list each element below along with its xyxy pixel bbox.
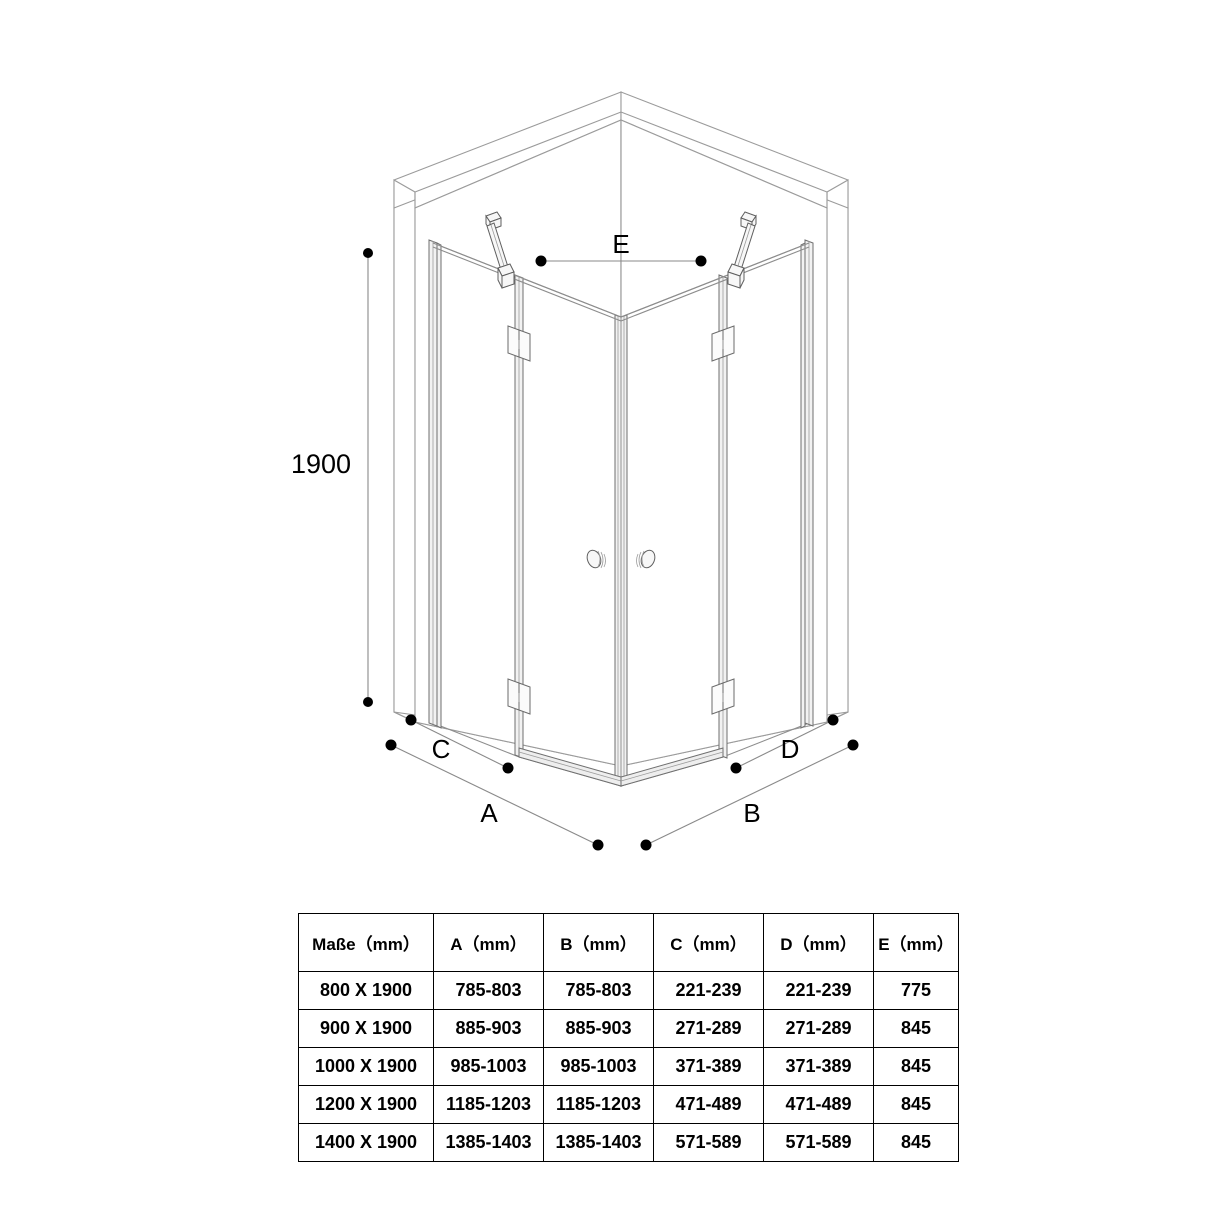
column-header-c: C（mm） — [653, 913, 764, 972]
post-right-wall — [800, 239, 814, 729]
cell-e: 775 — [873, 971, 959, 1010]
cell-a: 985-1003 — [433, 1047, 544, 1086]
table-row: 1200 X 1900 1185-1203 1185-1203 471-489 … — [298, 1085, 959, 1124]
glass-panel-right-fixed — [722, 242, 810, 758]
cell-a: 1385-1403 — [433, 1123, 544, 1162]
table-row: 1000 X 1900 985-1003 985-1003 371-389 37… — [298, 1047, 959, 1086]
top-rail-right — [620, 242, 810, 322]
dimension-D: D — [730, 714, 839, 774]
column-header-d: D（mm） — [763, 913, 874, 972]
table-row: 900 X 1900 885-903 885-903 271-289 271-2… — [298, 1009, 959, 1048]
column-header-e: E（mm） — [873, 913, 959, 972]
dimension-E-label: E — [612, 229, 629, 259]
door-knob-right[interactable] — [636, 548, 658, 569]
column-header-b: B（mm） — [543, 913, 654, 972]
cell-size: 900 X 1900 — [298, 1009, 434, 1048]
cell-d: 371-389 — [763, 1047, 874, 1086]
hinge-left-upper — [507, 325, 531, 362]
dimension-A: A — [385, 739, 604, 851]
stabiliser-bar-right — [727, 211, 757, 289]
cell-d: 221-239 — [763, 971, 874, 1010]
top-rail-left — [432, 242, 622, 322]
cell-d: 471-489 — [763, 1085, 874, 1124]
dimension-height-1900: 1900 — [291, 248, 373, 707]
glass-door-right — [620, 276, 724, 787]
cell-b: 1385-1403 — [543, 1123, 654, 1162]
stabiliser-bar-left — [485, 211, 515, 289]
table-row: 1400 X 1900 1385-1403 1385-1403 571-589 … — [298, 1123, 959, 1162]
table-header-row: Maße（mm） A（mm） B（mm） C（mm） D（mm） E（mm） — [298, 913, 959, 972]
hinge-right-upper — [711, 325, 735, 362]
dimension-A-label: A — [480, 798, 498, 828]
shower-enclosure-diagram: .wall { fill:#ffffff; stroke:#9b9b9b; st… — [291, 91, 859, 851]
post-corner — [614, 314, 628, 787]
dimension-B-label: B — [743, 798, 760, 828]
glass-door-left — [518, 276, 622, 787]
cell-d: 271-289 — [763, 1009, 874, 1048]
cell-c: 271-289 — [653, 1009, 764, 1048]
cell-b: 885-903 — [543, 1009, 654, 1048]
dimension-C-label: C — [432, 734, 451, 764]
column-header-masse: Maße（mm） — [298, 913, 434, 972]
specification-table: Maße（mm） A（mm） B（mm） C（mm） D（mm） E（mm） 8… — [298, 913, 959, 1162]
table-row: 800 X 1900 785-803 785-803 221-239 221-2… — [298, 971, 959, 1010]
dimension-B: B — [640, 739, 859, 851]
bottom-rail-right — [620, 747, 724, 787]
hinge-left-lower — [507, 678, 531, 715]
dimension-D-label: D — [781, 734, 800, 764]
cell-size: 1200 X 1900 — [298, 1085, 434, 1124]
cell-a: 1185-1203 — [433, 1085, 544, 1124]
cell-e: 845 — [873, 1009, 959, 1048]
cell-e: 845 — [873, 1123, 959, 1162]
cell-c: 371-389 — [653, 1047, 764, 1086]
glass-panel-left-fixed — [432, 242, 520, 758]
cell-b: 1185-1203 — [543, 1085, 654, 1124]
dimension-height-label: 1900 — [291, 449, 351, 479]
cell-c: 571-589 — [653, 1123, 764, 1162]
column-header-a: A（mm） — [433, 913, 544, 972]
hinge-right-lower — [711, 678, 735, 715]
cell-e: 845 — [873, 1047, 959, 1086]
cell-c: 221-239 — [653, 971, 764, 1010]
cell-e: 845 — [873, 1085, 959, 1124]
cell-d: 571-589 — [763, 1123, 874, 1162]
cell-b: 785-803 — [543, 971, 654, 1010]
cell-size: 1400 X 1900 — [298, 1123, 434, 1162]
door-knob-left[interactable] — [585, 548, 606, 569]
specification-table-wrapper: Maße（mm） A（mm） B（mm） C（mm） D（mm） E（mm） 8… — [298, 913, 959, 1162]
post-left-wall — [428, 239, 442, 729]
dimension-E: E — [535, 229, 707, 267]
cell-a: 785-803 — [433, 971, 544, 1010]
cell-a: 885-903 — [433, 1009, 544, 1048]
cell-c: 471-489 — [653, 1085, 764, 1124]
cell-size: 800 X 1900 — [298, 971, 434, 1010]
cell-size: 1000 X 1900 — [298, 1047, 434, 1086]
dimension-C: C — [405, 714, 514, 774]
cell-b: 985-1003 — [543, 1047, 654, 1086]
